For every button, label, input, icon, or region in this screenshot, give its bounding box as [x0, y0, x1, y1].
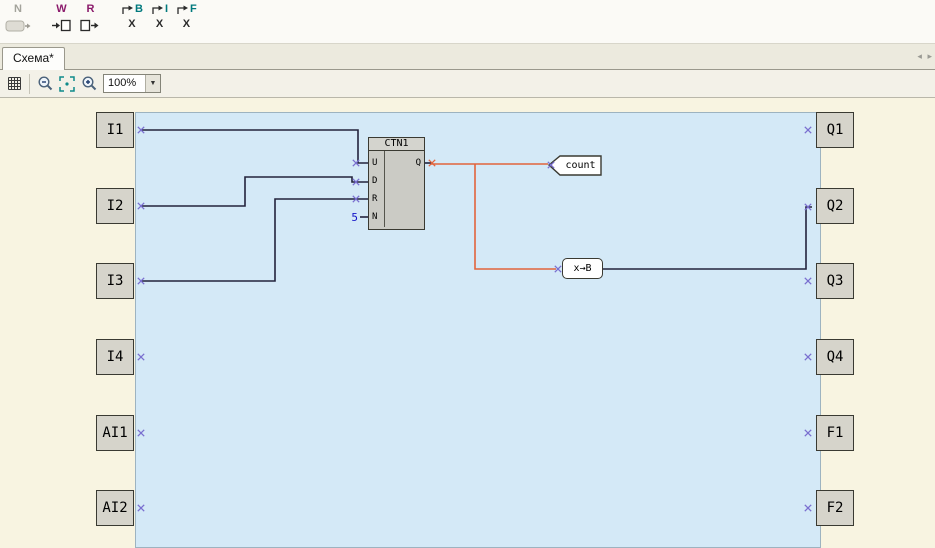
tab-schema[interactable]: Схема* — [2, 47, 65, 70]
tab-strip: Схема* ◂ ▸ — [0, 44, 935, 70]
output-block-q1[interactable]: Q1 — [816, 112, 854, 148]
workspace-area[interactable] — [135, 112, 821, 548]
convert-bool-x-glyph: X — [128, 18, 136, 30]
schematic-canvas[interactable]: 5 I1 I2 I3 I4 AI1 AI2 — [0, 98, 935, 548]
convert-bool-letter: B — [135, 3, 143, 15]
n-tool-label: N — [14, 3, 22, 15]
convert-int-letter: I — [164, 3, 169, 15]
read-variable-label: R — [86, 3, 95, 15]
pin-label-q: Q — [415, 158, 421, 168]
hook-arrow-icon — [122, 5, 133, 14]
canvas-toolbar: 100% ▼ — [0, 70, 935, 98]
box-arrow-out-icon — [80, 17, 101, 34]
main-toolbar: N W R B X I X F X — [0, 0, 935, 44]
write-variable-label: W — [56, 3, 67, 15]
input-block-ai2[interactable]: AI2 — [96, 490, 134, 526]
n-tool-button[interactable]: N — [2, 2, 34, 35]
write-variable-button[interactable]: W — [48, 2, 75, 35]
tab-scroll-right-button[interactable]: ▸ — [927, 51, 932, 61]
convert-int-x-glyph: X — [155, 18, 164, 30]
count-variable-tag[interactable]: count — [565, 160, 596, 171]
input-block-i3[interactable]: I3 — [96, 263, 134, 299]
zoom-level-value: 100% — [108, 77, 137, 89]
pin-label-n: N — [372, 212, 378, 222]
pin-column-divider — [369, 151, 385, 227]
input-block-i4[interactable]: I4 — [96, 339, 134, 375]
function-block-ctn1[interactable]: CTN1 U D R N Q — [368, 137, 425, 230]
conversion-block-x-to-b[interactable]: x→B — [562, 258, 603, 279]
tab-scroll-left-button[interactable]: ◂ — [917, 51, 922, 61]
convert-to-bool-button[interactable]: B X — [118, 2, 146, 33]
convert-to-int-button[interactable]: I X — [148, 2, 171, 33]
pin-label-d: D — [372, 176, 378, 186]
zoom-out-button[interactable] — [34, 73, 56, 95]
output-block-f1[interactable]: F1 — [816, 415, 854, 451]
zoom-out-icon — [37, 76, 52, 91]
output-block-f2[interactable]: F2 — [816, 490, 854, 526]
function-block-title: CTN1 — [369, 138, 424, 151]
zoom-level-select[interactable]: 100% ▼ — [103, 74, 161, 93]
n-tool-icon — [5, 17, 31, 34]
pin-label-u: U — [372, 158, 378, 168]
read-variable-button[interactable]: R — [77, 2, 104, 35]
input-block-i2[interactable]: I2 — [96, 188, 134, 224]
convert-float-letter: F — [190, 3, 197, 15]
input-block-ai1[interactable]: AI1 — [96, 415, 134, 451]
hook-arrow-icon — [177, 5, 189, 14]
zoom-fit-button[interactable] — [56, 73, 78, 95]
grid-icon — [7, 77, 21, 90]
output-block-q3[interactable]: Q3 — [816, 263, 854, 299]
hook-arrow-icon — [152, 5, 163, 14]
zoom-fit-icon — [59, 75, 75, 92]
pin-label-r: R — [372, 194, 378, 204]
output-block-q4[interactable]: Q4 — [816, 339, 854, 375]
zoom-in-button[interactable] — [78, 73, 100, 95]
arrow-into-box-icon — [51, 17, 72, 34]
convert-to-float-button[interactable]: F X — [173, 2, 200, 33]
zoom-in-icon — [81, 76, 96, 91]
input-block-i1[interactable]: I1 — [96, 112, 134, 148]
chevron-down-icon[interactable]: ▼ — [145, 75, 160, 92]
toolbar-separator — [29, 73, 30, 94]
grid-toggle-button[interactable] — [3, 73, 25, 95]
output-block-q2[interactable]: Q2 — [816, 188, 854, 224]
convert-float-x-glyph: X — [182, 18, 191, 30]
